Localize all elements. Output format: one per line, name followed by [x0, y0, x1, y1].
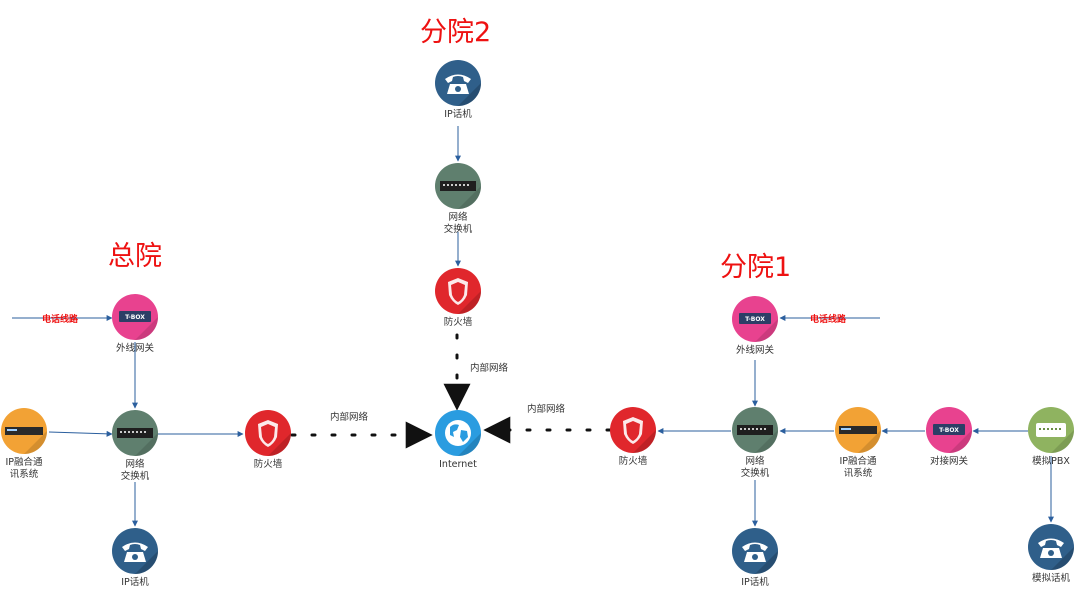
node-b1-analog-phone[interactable]: 模拟话机 — [1006, 524, 1076, 585]
firewall-icon — [435, 268, 481, 314]
node-label: 对接网关 — [929, 456, 968, 467]
node-label: Internet — [439, 459, 477, 470]
node-label: 防火墙 — [443, 317, 473, 328]
node-label: 网络 交换机 — [443, 212, 473, 235]
node-b1-ipcomm[interactable]: IP融合通 讯系统 — [813, 407, 903, 480]
node-b1-phone[interactable]: IP话机 — [710, 528, 800, 589]
internal-network-label-branch1: 内部网络 — [527, 404, 566, 415]
phone-line-label-branch1: 电话线路 — [810, 315, 847, 325]
tbox-icon: T-BOX — [732, 296, 778, 342]
node-label: IP话机 — [121, 577, 149, 588]
node-b1-gateway[interactable]: T-BOX 外线网关 — [710, 296, 800, 357]
node-hq-phone[interactable]: IP话机 — [90, 528, 180, 589]
node-b2-switch[interactable]: 网络 交换机 — [413, 163, 503, 236]
node-hq-firewall[interactable]: 防火墙 — [223, 410, 313, 471]
node-label: IP话机 — [444, 109, 472, 120]
node-hq-ipcomm[interactable]: IP融合通 讯系统 — [0, 408, 69, 481]
node-label: 网络 交换机 — [740, 456, 770, 479]
internal-network-label-branch2: 内部网络 — [470, 363, 509, 374]
node-label: 模拟话机 — [1031, 573, 1070, 584]
region-title-hq: 总院 — [108, 241, 162, 272]
phone-icon — [1028, 524, 1074, 570]
phone-icon — [732, 528, 778, 574]
node-b1-switch[interactable]: 网络 交换机 — [710, 407, 800, 480]
server-icon — [835, 407, 881, 453]
region-title-branch2: 分院2 — [420, 17, 492, 48]
switch-icon — [732, 407, 778, 453]
phone-icon — [435, 60, 481, 106]
node-internet[interactable]: Internet — [413, 410, 503, 471]
link-hq-ipcomm-switch — [48, 430, 113, 437]
node-label: 网络 交换机 — [120, 459, 150, 482]
region-title-branch1: 分院1 — [720, 252, 792, 283]
tbox-badge: T-BOX — [939, 427, 959, 434]
node-b1-trunk-gateway[interactable]: T-BOX 对接网关 — [904, 407, 994, 468]
firewall-icon — [245, 410, 291, 456]
tbox-badge: T-BOX — [745, 316, 765, 323]
firewall-icon — [610, 407, 656, 453]
tbox-icon: T-BOX — [926, 407, 972, 453]
node-hq-gateway[interactable]: T-BOX 外线网关 — [90, 294, 180, 355]
node-hq-switch[interactable]: 网络 交换机 — [90, 410, 180, 483]
phone-icon — [112, 528, 158, 574]
phone-line-label-hq: 电话线路 — [42, 315, 79, 325]
internal-network-label-hq: 内部网络 — [330, 412, 369, 423]
node-label: IP融合通 讯系统 — [839, 456, 877, 479]
node-label: IP融合通 讯系统 — [5, 457, 43, 480]
switch-icon — [435, 163, 481, 209]
node-b1-firewall[interactable]: 防火墙 — [588, 407, 678, 468]
node-label: 模拟PBX — [1032, 456, 1070, 467]
tbox-icon: T-BOX — [112, 294, 158, 340]
node-label: 防火墙 — [618, 456, 648, 467]
switch-icon — [112, 410, 158, 456]
node-label: 外线网关 — [115, 343, 154, 354]
globe-icon — [435, 410, 481, 456]
node-b2-firewall[interactable]: 防火墙 — [413, 268, 503, 329]
node-label: 防火墙 — [253, 459, 283, 470]
node-label: IP话机 — [741, 577, 769, 588]
server-icon — [1, 408, 47, 454]
node-b1-pbx[interactable]: 模拟PBX — [1006, 407, 1076, 468]
node-b2-phone[interactable]: IP话机 — [413, 60, 503, 121]
tbox-badge: T-BOX — [125, 314, 145, 321]
node-label: 外线网关 — [735, 345, 774, 356]
pbx-icon — [1028, 407, 1074, 453]
